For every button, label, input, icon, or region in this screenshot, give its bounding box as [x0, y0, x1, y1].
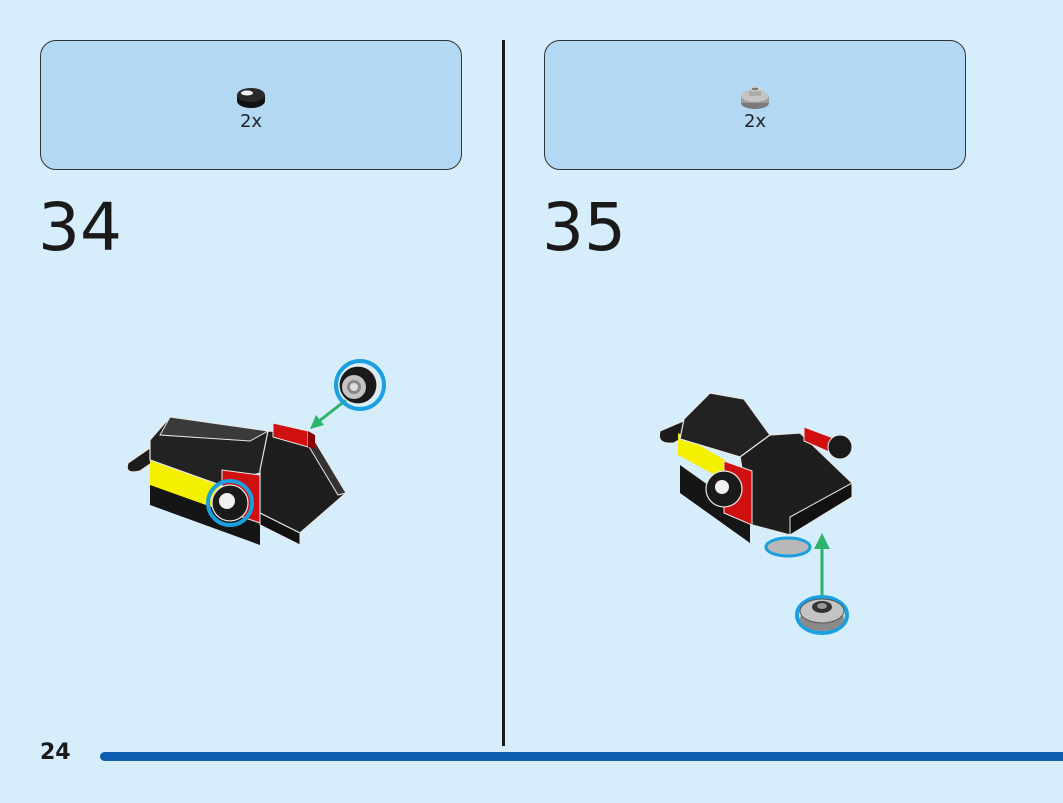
step-35-build-illustration	[658, 392, 853, 635]
step-34-build-illustration	[126, 359, 386, 546]
round-tile-black-icon	[237, 88, 265, 108]
page-number: 24	[40, 740, 71, 765]
parts-callout-step-35: 2x	[544, 40, 966, 170]
parts-callout-step-34: 2x	[40, 40, 462, 170]
step-number-35: 35	[542, 189, 626, 266]
part-count: 2x	[743, 111, 767, 132]
step-number-34: 34	[38, 189, 122, 266]
step-divider	[502, 40, 505, 746]
round-plate-gray-icon	[741, 86, 769, 109]
progress-bar	[100, 752, 1063, 761]
part-count: 2x	[239, 111, 263, 132]
